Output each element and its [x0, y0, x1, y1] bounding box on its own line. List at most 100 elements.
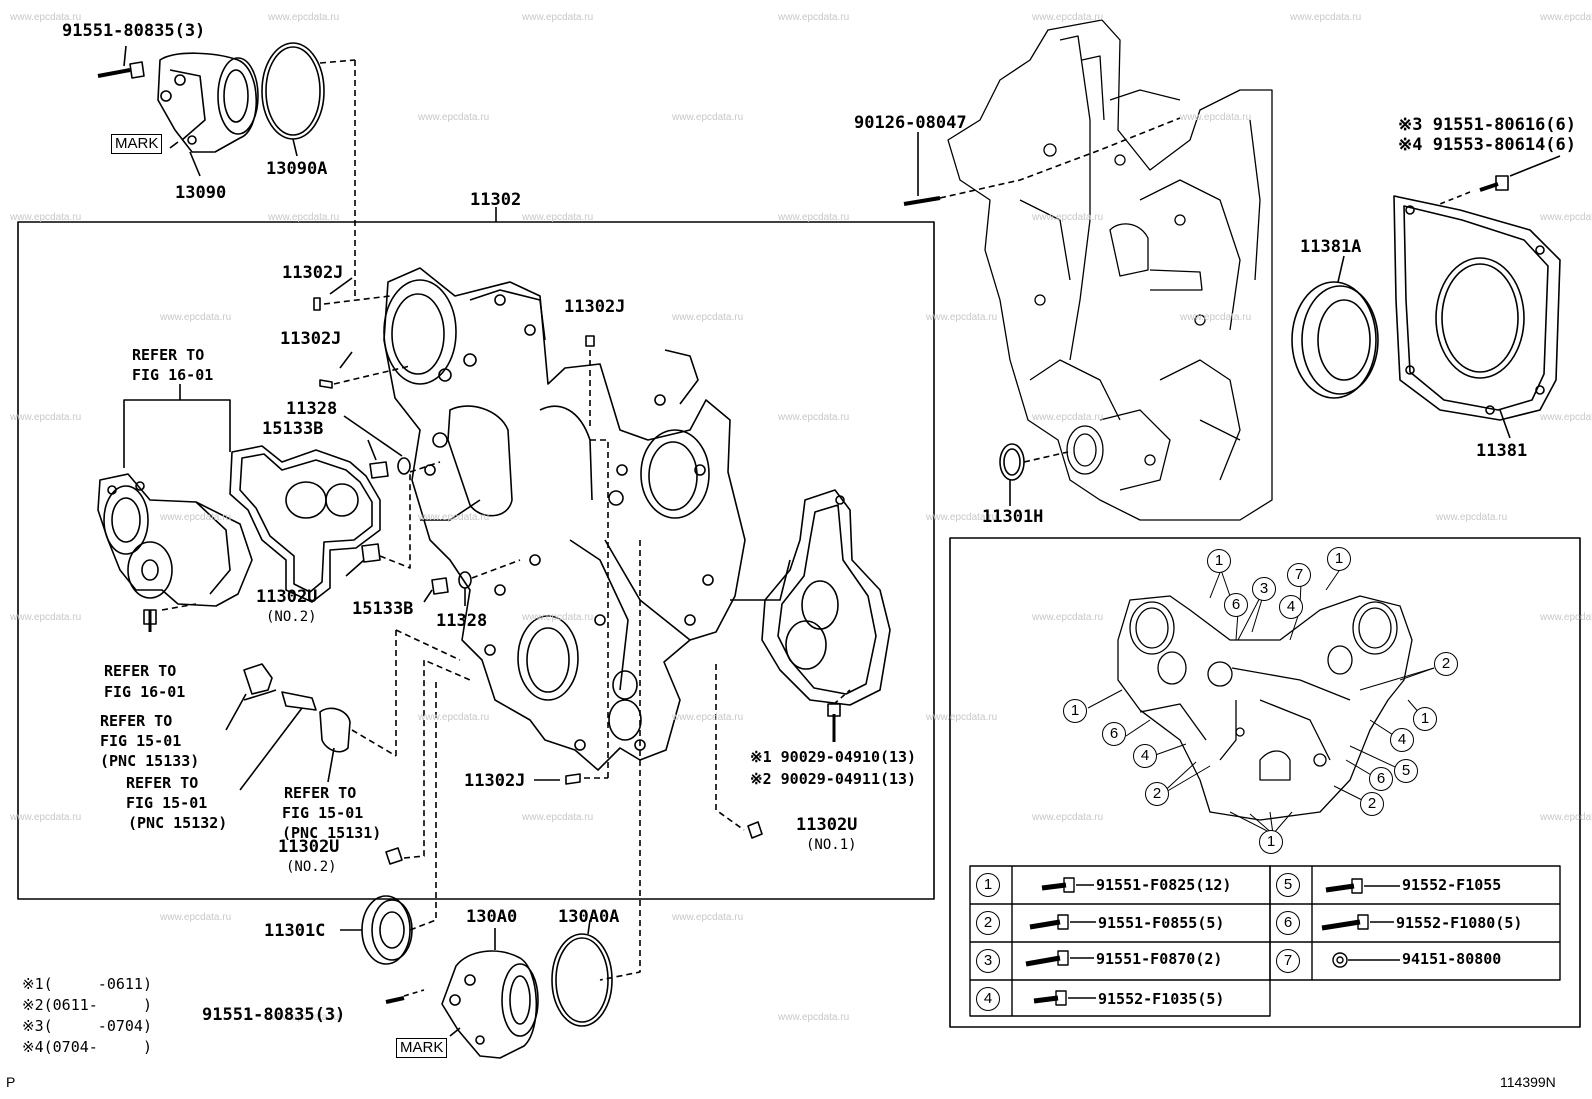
timing-chain-cover	[383, 267, 791, 771]
label-11302j-b: 11302J	[280, 329, 342, 349]
label-11328-b: 11328	[436, 611, 488, 631]
legend-num-1: 1	[976, 873, 1000, 897]
legend-num-7: 7	[1276, 949, 1300, 973]
callout-5: 5	[1394, 759, 1418, 783]
watermark: www.epcdata.ru	[418, 712, 490, 723]
label-13090: 13090	[175, 183, 227, 203]
label-refer-15-01-a-pnc: (PNC 15133)	[100, 752, 200, 770]
legend-num-4: 4	[976, 987, 1000, 1011]
label-refer-15-01-c-fig: FIG 15-01	[282, 804, 364, 822]
label-bolt-91551-80835-top: 91551-80835(3)	[62, 21, 206, 41]
label-11328-a: 11328	[286, 399, 338, 419]
watermark: www.epcdata.ru	[418, 512, 490, 523]
label-11301h: 11301H	[982, 507, 1044, 527]
oil-seal-retainer	[1393, 195, 1561, 421]
callout-2: 2	[1360, 792, 1384, 816]
label-11302u-c-no: (NO.1)	[806, 837, 857, 853]
callout-4: 4	[1390, 728, 1414, 752]
label-13090a: 13090A	[266, 159, 328, 179]
rear-oil-seal	[1291, 281, 1379, 399]
label-130a0a: 130A0A	[558, 907, 620, 927]
watermark: www.epcdata.ru	[160, 512, 232, 523]
watermark: www.epcdata.ru	[522, 12, 594, 23]
page-marker: P	[6, 1074, 16, 1090]
note-4: ※4(0704- )	[22, 1038, 152, 1056]
watermark: www.epcdata.ru	[10, 412, 82, 423]
label-130a0: 130A0	[466, 907, 518, 927]
callout-6: 6	[1369, 767, 1393, 791]
pin-c	[585, 335, 595, 347]
watermark: www.epcdata.ru	[672, 112, 744, 123]
label-bolt-90029-04911: ※2 90029-04911(13)	[750, 770, 917, 788]
watermark: www.epcdata.ru	[522, 212, 594, 223]
watermark: www.epcdata.ru	[1540, 812, 1592, 823]
label-11302u-a: 11302U	[256, 587, 318, 607]
callout-6: 6	[1102, 722, 1126, 746]
legend-part-6: 91552-F1080(5)	[1396, 914, 1523, 932]
callout-3: 3	[1252, 577, 1276, 601]
bolt-location-diagram	[1117, 595, 1413, 821]
label-refer-15-01-c: REFER TO	[284, 784, 357, 802]
label-11301c: 11301C	[264, 921, 326, 941]
label-bolt-91551-80835-bottom: 91551-80835(3)	[202, 1005, 346, 1025]
watermark: www.epcdata.ru	[778, 412, 850, 423]
watermark: www.epcdata.ru	[672, 712, 744, 723]
watermark: www.epcdata.ru	[778, 12, 850, 23]
note-1: ※1( -0611)	[22, 975, 152, 993]
bolt-location-panel	[949, 537, 1581, 1028]
label-bolt-91553-80614: ※4 91553-80614(6)	[1398, 135, 1577, 155]
label-15133b-b: 15133B	[352, 599, 414, 619]
engine-block	[947, 19, 1273, 521]
label-11302u-c: 11302U	[796, 815, 858, 835]
legend-num-6: 6	[1276, 911, 1300, 935]
label-refer-15-01-b: REFER TO	[126, 774, 199, 792]
label-11302j-a: 11302J	[282, 263, 344, 283]
watermark: www.epcdata.ru	[1032, 412, 1104, 423]
callout-2: 2	[1434, 652, 1458, 676]
callout-1: 1	[1063, 699, 1087, 723]
label-refer-16-01-a: REFER TO	[132, 346, 205, 364]
water-pump-left	[97, 473, 253, 632]
watermark: www.epcdata.ru	[522, 812, 594, 823]
front-oil-seal	[361, 895, 413, 965]
applicability-notes: ※1( -0611) ※2(0611- ) ※3( -0704) ※4(0704…	[22, 974, 152, 1058]
watermark: www.epcdata.ru	[1032, 612, 1104, 623]
watermark: www.epcdata.ru	[1540, 612, 1592, 623]
pin-a	[313, 297, 321, 311]
watermark: www.epcdata.ru	[1032, 12, 1104, 23]
watermark: www.epcdata.ru	[1540, 212, 1592, 223]
label-11381: 11381	[1476, 441, 1528, 461]
label-bolt-90029-04910: ※1 90029-04910(13)	[750, 748, 917, 766]
watermark: www.epcdata.ru	[160, 312, 232, 323]
watermark: www.epcdata.ru	[1540, 412, 1592, 423]
watermark: www.epcdata.ru	[1436, 512, 1508, 523]
cover-side-gasket	[761, 489, 891, 706]
mark-label-top: MARK	[111, 134, 163, 154]
callout-4: 4	[1279, 595, 1303, 619]
label-refer-15-01-a-fig: FIG 15-01	[100, 732, 182, 750]
watermark: www.epcdata.ru	[1180, 312, 1252, 323]
legend-table	[969, 865, 1561, 1017]
label-11302j-c: 11302J	[564, 297, 626, 317]
note-2: ※2(0611- )	[22, 996, 152, 1014]
watermark: www.epcdata.ru	[10, 612, 82, 623]
watermark: www.epcdata.ru	[672, 312, 744, 323]
callout-2: 2	[1145, 782, 1169, 806]
label-bolt-91551-80616: ※3 91551-80616(6)	[1398, 115, 1577, 135]
label-11381a: 11381A	[1300, 237, 1362, 257]
watermark: www.epcdata.ru	[1540, 12, 1592, 23]
legend-num-5: 5	[1276, 873, 1300, 897]
watermark: www.epcdata.ru	[268, 12, 340, 23]
watermark: www.epcdata.ru	[778, 1012, 850, 1023]
note-3: ※3( -0704)	[22, 1017, 152, 1035]
legend-part-1: 91551-F0825(12)	[1096, 876, 1232, 894]
timing-cover-group-frame	[17, 221, 935, 900]
label-refer-16-01-b: REFER TO	[104, 662, 177, 680]
legend-num-2: 2	[976, 911, 1000, 935]
watermark: www.epcdata.ru	[268, 1012, 340, 1023]
legend-part-5: 91552-F1055	[1402, 876, 1502, 894]
label-15133b-a: 15133B	[262, 419, 324, 439]
watermark: www.epcdata.ru	[10, 812, 82, 823]
watermark: www.epcdata.ru	[10, 212, 82, 223]
